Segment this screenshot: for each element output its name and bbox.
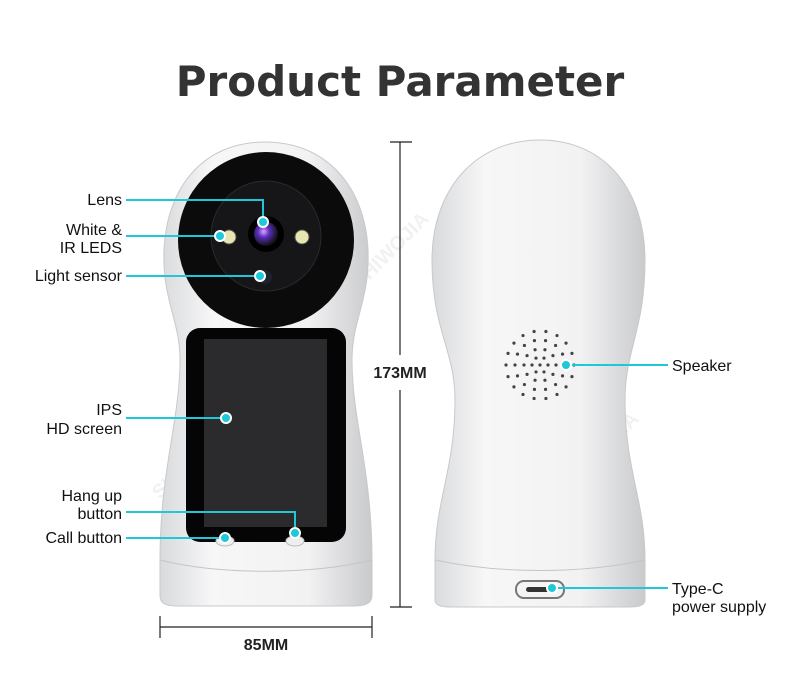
speaker-hole	[532, 329, 536, 334]
callout-leds-line1: White &	[66, 222, 122, 239]
height-dimension: 173MM	[373, 365, 426, 382]
callout-leds-line2: IR LEDS	[60, 240, 122, 257]
speaker-hole	[551, 372, 555, 377]
speaker-hole	[570, 375, 574, 379]
speaker-hole	[532, 396, 536, 401]
speaker-hole	[504, 363, 508, 367]
speaker-hole	[521, 333, 525, 338]
speaker-hole	[546, 363, 550, 367]
callout-screen-line2: HD screen	[46, 421, 122, 438]
camera-back-view	[431, 139, 646, 608]
speaker-hole	[533, 348, 537, 352]
speaker-hole	[564, 341, 568, 345]
camera-front-view	[159, 141, 373, 607]
speaker-hole	[521, 392, 525, 397]
speaker-hole	[506, 351, 510, 355]
callout-dots	[214, 216, 572, 594]
speaker-hole	[525, 372, 529, 377]
speaker-hole	[570, 351, 574, 355]
callout-speaker: Speaker	[672, 358, 732, 375]
speaker-hole	[506, 375, 510, 379]
speaker-hole	[553, 343, 558, 348]
speaker-hole	[534, 356, 538, 360]
speaker-hole	[543, 348, 547, 352]
speaker-hole	[522, 343, 527, 348]
speaker-hole	[525, 353, 529, 358]
speaker-hole	[515, 374, 520, 378]
callout-typec-line2: power supply	[672, 599, 766, 616]
speaker-hole	[544, 329, 548, 334]
callout-lens: Lens	[87, 192, 122, 209]
speaker-hole	[512, 341, 516, 345]
callout-typec-line1: Type-C	[672, 581, 724, 598]
speaker-hole	[513, 363, 517, 367]
callout-hangup-line1: Hang up	[62, 488, 123, 505]
speaker-hole	[554, 363, 558, 367]
speaker-hole	[553, 382, 558, 387]
speaker-hole	[532, 387, 537, 391]
speaker-hole	[551, 353, 555, 358]
callout-hangup-line2: button	[78, 506, 122, 523]
speaker-hole	[515, 352, 520, 356]
page-title: Product Parameter	[176, 57, 625, 106]
speaker-hole	[538, 363, 542, 367]
speaker-hole	[512, 385, 516, 389]
speaker-hole	[544, 396, 548, 401]
callout-screen-line1: IPS	[96, 402, 122, 419]
speaker-hole	[543, 387, 548, 391]
speaker-hole	[534, 370, 538, 374]
speaker-hole	[555, 333, 559, 338]
callout-call-button: Call button	[46, 530, 123, 547]
speaker-hole	[533, 378, 537, 382]
speaker-hole	[560, 352, 565, 356]
height-dimension-line	[390, 141, 412, 608]
speaker-hole	[560, 374, 565, 378]
lens-icon	[254, 222, 278, 246]
speaker-hole	[530, 363, 534, 367]
ips-screen	[204, 339, 327, 527]
speaker-hole	[564, 385, 568, 389]
speaker-grille	[504, 329, 576, 401]
callout-light-sensor: Light sensor	[35, 268, 123, 285]
speaker-hole	[522, 382, 527, 387]
speaker-hole	[542, 356, 546, 360]
speaker-hole	[543, 378, 547, 382]
speaker-hole	[542, 370, 546, 374]
speaker-hole	[532, 339, 537, 343]
callout-lines	[126, 199, 668, 589]
speaker-hole	[543, 339, 548, 343]
width-dimension: 85MM	[244, 637, 288, 654]
speaker-hole	[555, 392, 559, 397]
width-dimension-line	[159, 616, 373, 638]
speaker-hole	[522, 363, 526, 367]
